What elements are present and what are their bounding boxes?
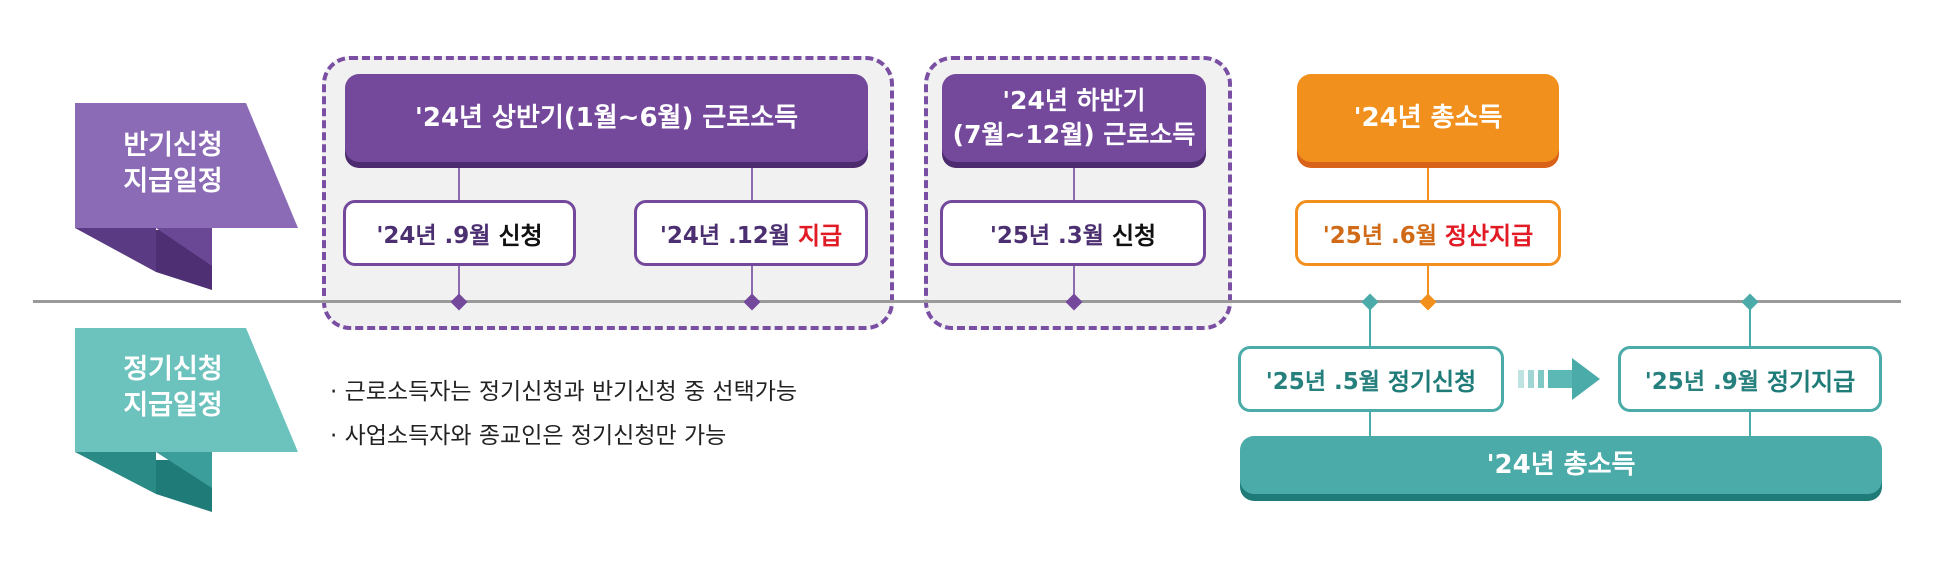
- arrow-right-icon: [1518, 358, 1600, 400]
- regular-pay-box: '25년 .9월 정기지급: [1618, 346, 1882, 412]
- half-ribbon-shape: [75, 103, 298, 512]
- settlement-header: '24년 총소득: [1297, 74, 1559, 162]
- first-half-pay-box: '24년 .12월 지급: [634, 200, 868, 266]
- settlement-action: 정산지급: [1444, 221, 1534, 250]
- first-half-apply-box: '24년 .9월 신청: [343, 200, 576, 266]
- first-half-pay-date: '24년 .12월: [659, 223, 790, 249]
- regular-apply-box: '25년 .5월 정기신청: [1238, 346, 1504, 412]
- second-half-apply-action: 신청: [1111, 221, 1157, 250]
- half-ribbon-label: 반기신청 지급일정: [123, 130, 223, 197]
- note-2: · 사업소득자와 종교인은 정기신청만 가능: [330, 423, 727, 449]
- note-1: · 근로소득자는 정기신청과 반기신청 중 선택가능: [330, 379, 798, 405]
- regular-apply-action: 정기신청: [1387, 367, 1477, 396]
- settlement-box: '25년 .6월 정산지급: [1295, 200, 1561, 266]
- regular-footer-bar: '24년 총소득: [1240, 436, 1882, 494]
- regular-pay-date: '25년 .9월: [1644, 369, 1759, 395]
- regular-pay-action: 정기지급: [1766, 367, 1856, 396]
- regular-ribbon-label: 정기신청 지급일정: [123, 354, 223, 421]
- regular-apply-date: '25년 .5월: [1265, 369, 1380, 395]
- timeline-axis: [33, 300, 1901, 303]
- first-half-header: '24년 상반기(1월~6월) 근로소득: [345, 74, 868, 162]
- second-half-header: '24년 하반기 (7월~12월) 근로소득: [942, 74, 1206, 162]
- first-half-apply-date: '24년 .9월: [376, 223, 491, 249]
- first-half-apply-action: 신청: [498, 221, 543, 250]
- second-half-apply-box: '25년 .3월 신청: [940, 200, 1206, 266]
- first-half-pay-action: 지급: [797, 221, 843, 250]
- marker-settlement: [1419, 293, 1437, 311]
- settlement-date: '25년 .6월: [1322, 223, 1437, 249]
- second-half-apply-date: '25년 .3월: [989, 223, 1104, 249]
